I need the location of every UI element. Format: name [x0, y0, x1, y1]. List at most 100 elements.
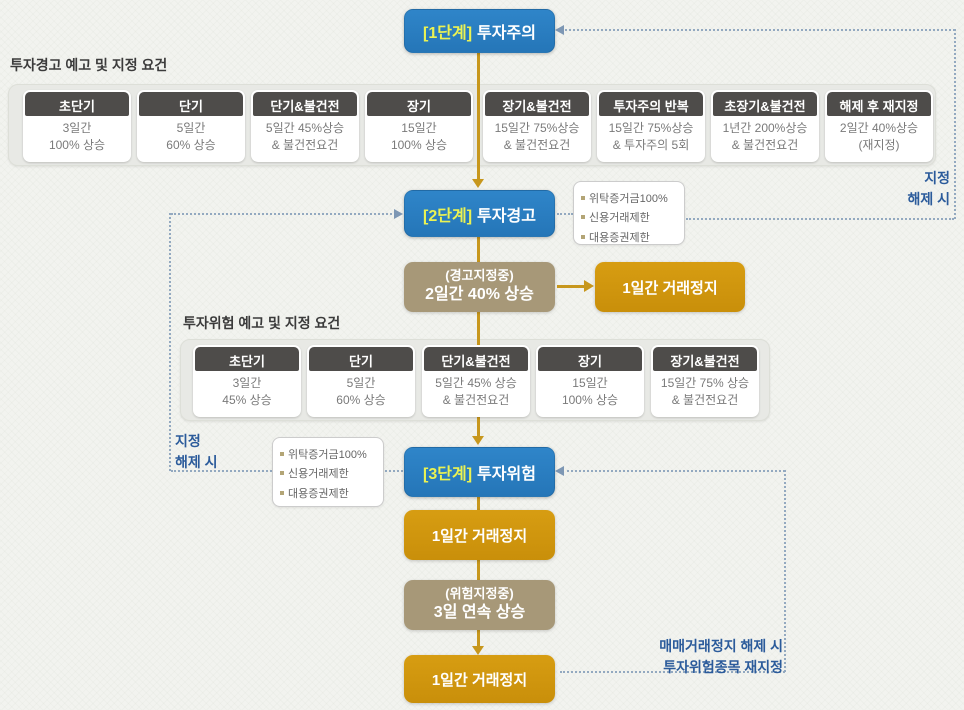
table-column-card: 투자주의 반복 15일간 75%상승 & 투자주의 5회 — [597, 90, 705, 162]
column-header: 단기 — [309, 347, 413, 371]
warning-table-title: 투자경고 예고 및 지정 요건 — [10, 57, 168, 73]
condition-line1: (위험지정중) — [445, 586, 514, 602]
column-line1: 15일간 — [401, 121, 437, 135]
column-line1: 5일간 45%상승 — [265, 121, 345, 135]
bullet-icon — [581, 215, 585, 220]
table-column-card: 단기&불건전 5일간 45%상승 & 불건전요건 — [251, 90, 359, 162]
column-header: 해제 후 재지정 — [827, 92, 931, 116]
stage3-box: [3단계] 투자위험 — [404, 447, 555, 497]
dotted-connector — [171, 470, 272, 472]
condition-line1: (경고지정중) — [445, 268, 514, 284]
condition-line2: 3일 연속 상승 — [433, 604, 526, 622]
dotted-connector — [562, 470, 785, 472]
column-line2: 45% 상승 — [222, 393, 272, 408]
flow-connector — [477, 497, 480, 510]
column-line1: 15일간 75%상승 — [608, 121, 694, 135]
risk-table-title: 투자위험 예고 및 지정 요건 — [183, 315, 341, 331]
risk-halt1-box: 1일간 거래정지 — [404, 510, 555, 560]
arrow-right-icon — [584, 280, 594, 292]
column-line1: 15일간 75% 상승 — [660, 376, 750, 390]
stage1-label: 투자주의 — [477, 25, 536, 42]
dotted-connector — [385, 470, 403, 472]
column-line2: 100% 상승 — [390, 138, 448, 153]
column-line1: 5일간 — [176, 121, 206, 135]
dotted-connector — [784, 470, 786, 672]
arrow-left-icon — [555, 466, 564, 476]
risk-halt2-box: 1일간 거래정지 — [404, 655, 555, 703]
column-line1: 5일간 — [346, 376, 376, 390]
column-header: 초단기 — [195, 347, 299, 371]
arrow-down-icon — [472, 646, 484, 655]
column-line1: 5일간 45% 상승 — [435, 376, 517, 390]
column-line2: 60% 상승 — [336, 393, 386, 408]
table-column-card: 장기&불건전 15일간 75% 상승 & 불건전요건 — [651, 345, 759, 417]
column-line1: 3일간 — [232, 376, 262, 390]
warning-halt-box: 1일간 거래정지 — [595, 262, 745, 312]
column-header: 장기&불건전 — [653, 347, 757, 371]
column-line1: 15일간 75%상승 — [494, 121, 580, 135]
column-header: 단기&불건전 — [253, 92, 357, 116]
flow-connector — [477, 237, 480, 262]
flow-connector — [477, 53, 480, 181]
column-header: 장기&불건전 — [485, 92, 589, 116]
column-line2: & 불건전요건 — [671, 393, 739, 408]
bullet-icon — [581, 234, 585, 239]
column-line1: 2일간 40%상승 — [839, 121, 919, 135]
dotted-connector — [686, 218, 954, 220]
column-line1: 15일간 — [572, 376, 608, 390]
dotted-connector — [560, 671, 785, 673]
column-header: 장기 — [367, 92, 471, 116]
restriction-item: 위탁증거금100% — [288, 449, 367, 461]
column-header: 초장기&불건전 — [713, 92, 817, 116]
column-line2: 100% 상승 — [561, 393, 619, 408]
column-line2: & 불건전요건 — [271, 138, 339, 153]
column-header: 투자주의 반복 — [599, 92, 703, 116]
column-header: 단기&불건전 — [424, 347, 528, 371]
restriction-item: 신용거래제한 — [589, 212, 650, 225]
dotted-connector — [562, 29, 955, 31]
bullet-icon — [581, 196, 585, 201]
restriction-item: 대용증권제한 — [589, 231, 650, 244]
flow-connector — [477, 560, 480, 580]
stage2-box: [2단계] 투자경고 — [404, 190, 555, 237]
dotted-connector — [557, 213, 573, 215]
table-column-card: 초단기 3일간 45% 상승 — [193, 345, 301, 417]
column-line1: 1년간 200%상승 — [722, 121, 808, 135]
column-line2: & 불건전요건 — [731, 138, 799, 153]
dotted-connector — [169, 213, 171, 471]
column-header: 단기 — [139, 92, 243, 116]
restrictions-note: 위탁증거금100% 신용거래제한 대용증권제한 — [272, 437, 384, 507]
stage3-label: 투자위험 — [477, 466, 536, 483]
table-column-card: 단기&불건전 5일간 45% 상승& 불건전요건 — [422, 345, 530, 417]
restrictions-note: 위탁증거금100% 신용거래제한 대용증권제한 — [573, 181, 685, 245]
stage1-box: [1단계] 투자주의 — [404, 9, 555, 53]
flow-connector — [477, 630, 480, 648]
dotted-connector — [171, 213, 396, 215]
arrow-down-icon — [472, 179, 484, 188]
stage2-prefix: [2단계] — [423, 207, 473, 225]
table-column-card: 해제 후 재지정 2일간 40%상승 (재지정) — [825, 90, 933, 162]
table-column-card: 장기&불건전 15일간 75%상승& 불건전요건 — [483, 90, 591, 162]
arrow-right-icon — [394, 209, 403, 219]
bullet-icon — [280, 490, 284, 495]
release-label-right: 지정 해제 시 — [907, 170, 950, 207]
rehalt-label: 매매거래정지 해제 시 투자위험종목 재지정 — [659, 638, 783, 675]
warning-condition-box: (경고지정중) 2일간 40% 상승 — [404, 262, 555, 312]
column-line2: (재지정) — [858, 138, 900, 153]
stage1-prefix: [1단계] — [423, 25, 473, 42]
restriction-item: 신용거래제한 — [288, 468, 349, 481]
column-line2: 100% 상승 — [48, 138, 106, 153]
restriction-item: 대용증권제한 — [288, 487, 349, 500]
column-line2: & 투자주의 5회 — [612, 138, 690, 153]
table-column-card: 단기 5일간 60% 상승 — [307, 345, 415, 417]
risk-condition-box: (위험지정중) 3일 연속 상승 — [404, 580, 555, 630]
table-column-card: 장기 15일간 100% 상승 — [365, 90, 473, 162]
arrow-down-icon — [472, 436, 484, 445]
risk-table-panel: 초단기 3일간 45% 상승 단기 5일간 60% 상승 단기&불건전 5일간 45… — [180, 339, 770, 421]
column-header: 초단기 — [25, 92, 129, 116]
